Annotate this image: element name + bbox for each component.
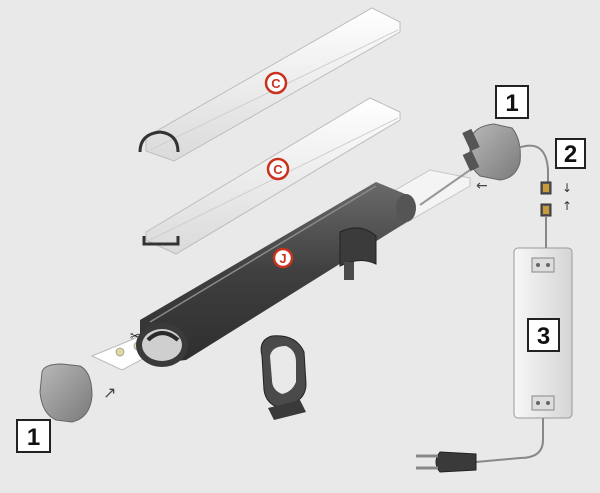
arrow-icon: ↓ — [562, 181, 572, 195]
cover-round-badge-text: C — [271, 76, 281, 91]
profile-collar — [339, 227, 377, 267]
collar-tab — [344, 262, 354, 280]
mains-plug — [416, 451, 477, 473]
svg-text:1: 1 — [505, 90, 518, 117]
cover-flat-badge-text: C — [273, 162, 283, 177]
label-endcap: 1 — [16, 419, 51, 453]
cover-flat-badge — [266, 157, 290, 181]
arrow-icon: ↑ — [562, 199, 572, 213]
feed-rod — [419, 169, 471, 206]
label-feed: 1 — [495, 85, 529, 119]
end-cap — [39, 363, 93, 423]
profile-badge-text: J — [279, 251, 286, 266]
mains-cable — [475, 418, 544, 463]
feed-end-cap — [462, 123, 521, 181]
label-driver: 3 — [527, 318, 560, 352]
round-cover: C — [138, 7, 401, 162]
label-connector: 2 — [555, 138, 586, 169]
scissors-icon: ✂ — [130, 329, 140, 343]
cover-round-badge — [264, 71, 288, 95]
mounting-bracket — [260, 335, 307, 420]
arrow-icon: ↗ — [103, 383, 116, 402]
svg-text:3: 3 — [537, 323, 550, 350]
flat-cover: C — [142, 97, 401, 255]
feed-cable — [517, 144, 549, 185]
aluminium-profile: J — [136, 182, 416, 367]
connector — [540, 181, 552, 248]
arrow-icon: ← — [476, 178, 488, 194]
profile-badge — [272, 247, 294, 269]
svg-text:2: 2 — [564, 141, 577, 168]
svg-text:1: 1 — [27, 424, 40, 451]
